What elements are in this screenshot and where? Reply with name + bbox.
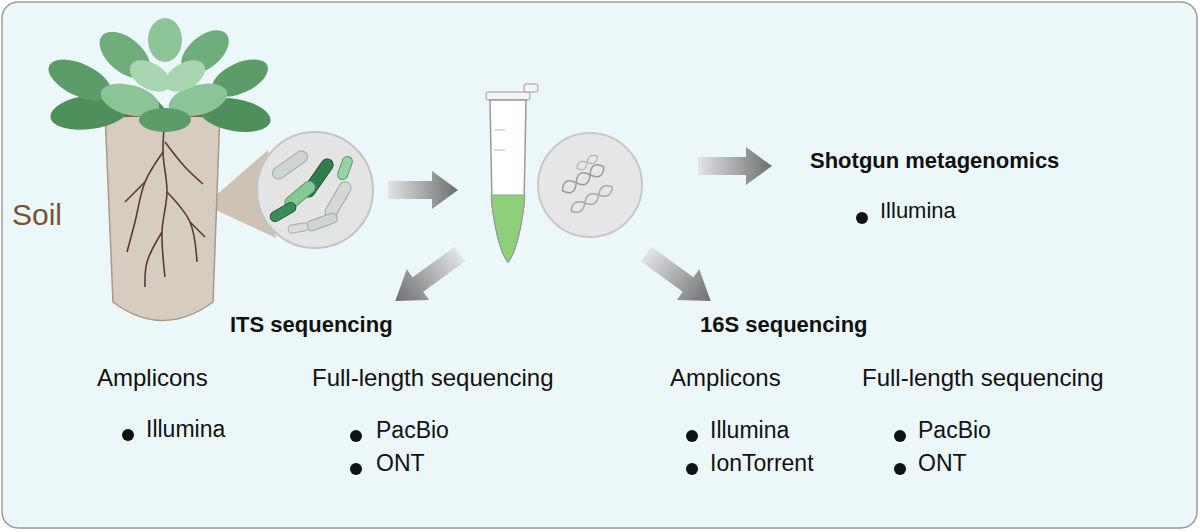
flow-arrow xyxy=(384,239,471,317)
approach-heading: Amplicons xyxy=(97,366,208,390)
soil-surface xyxy=(105,112,220,117)
soil-body xyxy=(105,112,220,321)
sample-tube xyxy=(486,84,538,262)
flow-arrow xyxy=(635,239,722,317)
plant-rosette xyxy=(42,18,273,137)
approach-heading: Full-length sequencing xyxy=(862,366,1104,390)
plant-root xyxy=(167,192,197,262)
bacteria-circle xyxy=(257,132,373,248)
platform-item: Illumina xyxy=(146,418,225,441)
node-label: Soil xyxy=(12,200,62,230)
plant-root xyxy=(165,142,203,184)
plant-root xyxy=(125,182,145,202)
method-heading: ITS sequencing xyxy=(230,314,393,336)
plant-root xyxy=(145,232,162,287)
plant-root xyxy=(162,117,167,277)
dna-circle xyxy=(538,133,642,237)
approach-heading: Amplicons xyxy=(670,366,781,390)
flow-arrow xyxy=(698,147,772,185)
flow-arrow xyxy=(388,171,458,209)
platform-item: PacBio xyxy=(376,419,449,442)
platform-item: Illumina xyxy=(880,200,956,222)
soil-outline xyxy=(105,112,220,327)
platform-item: ONT xyxy=(918,452,967,475)
plant-root xyxy=(127,152,163,252)
platform-item: IonTorrent xyxy=(710,452,814,475)
platform-item: Illumina xyxy=(710,419,789,442)
approach-heading: Full-length sequencing xyxy=(312,366,554,390)
bullet-points xyxy=(122,212,906,475)
soil-column: Soil xyxy=(105,112,220,327)
platform-item: ONT xyxy=(376,452,425,475)
platform-item: PacBio xyxy=(918,419,991,442)
method-heading: 16S sequencing xyxy=(700,314,868,336)
method-heading: Shotgun metagenomics xyxy=(810,150,1059,172)
plant-root xyxy=(190,222,205,237)
